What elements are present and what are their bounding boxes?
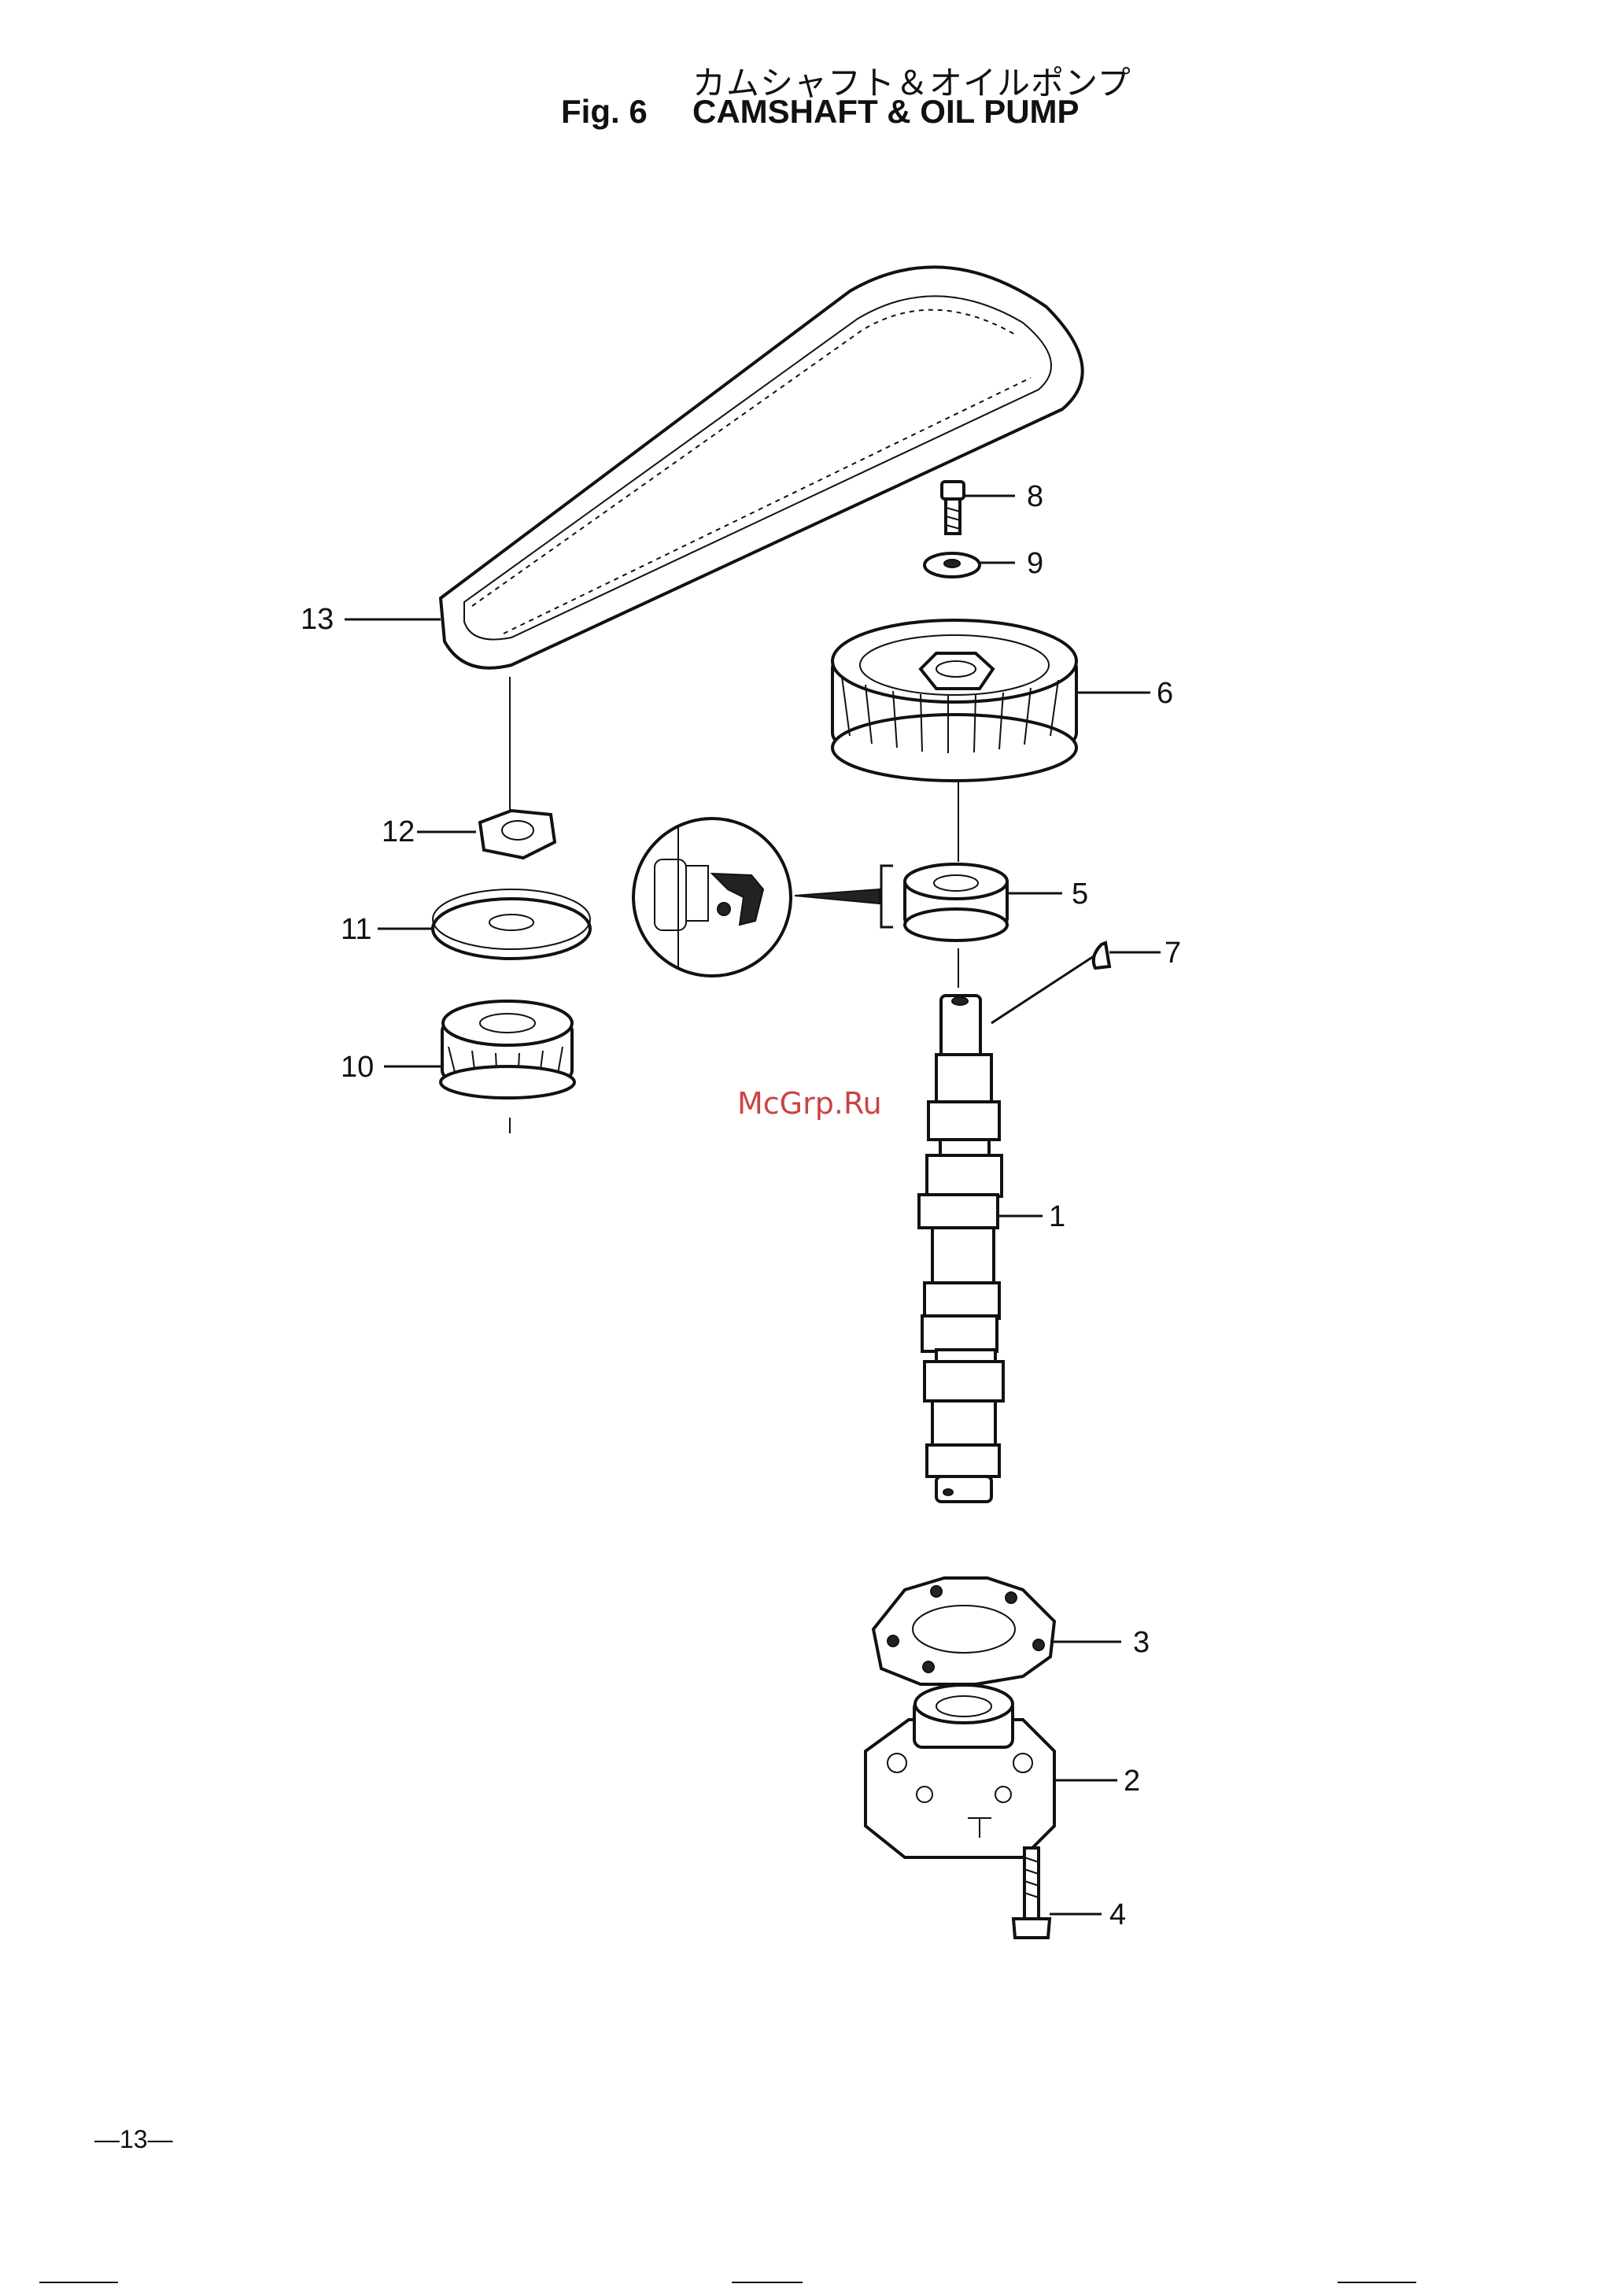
bolt-8 <box>942 482 964 534</box>
callout-11: 11 <box>341 915 371 944</box>
page-number: —13— <box>94 2125 173 2154</box>
callout-7: 7 <box>1164 938 1181 968</box>
leader-7b <box>991 956 1094 1023</box>
callout-8: 8 <box>1027 482 1043 512</box>
callout-6: 6 <box>1157 678 1173 708</box>
oil-seal-5 <box>905 864 1007 941</box>
callout-10: 10 <box>341 1052 374 1082</box>
gasket-3 <box>873 1578 1054 1684</box>
seal-detail-circle <box>633 819 791 976</box>
callout-3: 3 <box>1133 1628 1150 1658</box>
callout-1: 1 <box>1049 1202 1065 1232</box>
cam-pulley-6 <box>832 620 1076 781</box>
timing-belt <box>441 267 1083 667</box>
callout-5: 5 <box>1072 879 1088 909</box>
callout-12: 12 <box>382 817 415 847</box>
bolt-4 <box>1013 1848 1050 1938</box>
washer-9 <box>925 553 980 577</box>
detail-bracket <box>881 866 893 927</box>
watermark-text: McGrp.Ru <box>737 1086 882 1121</box>
callout-13: 13 <box>301 604 334 634</box>
washer-11 <box>433 889 590 959</box>
woodruff-key-7 <box>1094 943 1109 968</box>
callout-9: 9 <box>1027 549 1043 578</box>
nut-12 <box>480 811 555 858</box>
oil-pump-2 <box>866 1685 1054 1857</box>
camshaft-1 <box>919 996 1003 1502</box>
callout-4: 4 <box>1109 1900 1126 1930</box>
detail-pointer <box>795 889 880 904</box>
crank-pulley-10 <box>441 1001 574 1098</box>
callout-2: 2 <box>1124 1766 1140 1796</box>
